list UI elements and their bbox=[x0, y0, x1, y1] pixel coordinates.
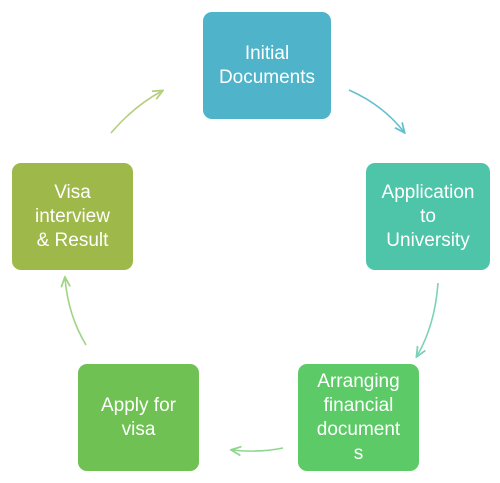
arrow-initial-to-application bbox=[348, 89, 404, 132]
arrow-visa-to-initial bbox=[110, 91, 162, 134]
arrow-apply-to-visa bbox=[65, 278, 87, 346]
arrow-financial-to-apply bbox=[232, 448, 284, 451]
arrow-application-to-financial bbox=[417, 282, 439, 356]
